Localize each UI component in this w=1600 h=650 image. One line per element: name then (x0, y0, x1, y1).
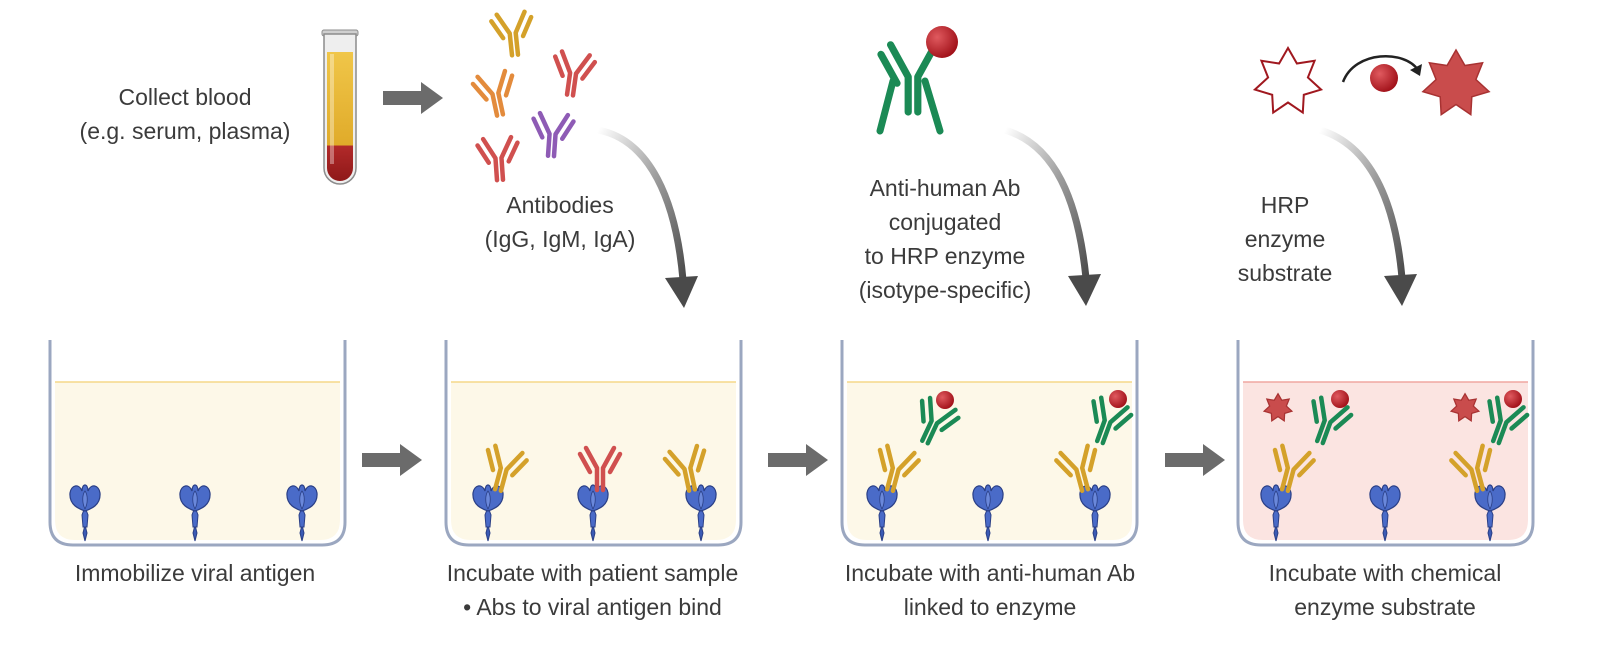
step-4-label: Incubate with chemical enzyme substrate (1268, 560, 1502, 620)
hrp-enzyme-icon (1504, 390, 1522, 408)
antibodies-label: Antibodies (IgG, IgM, IgA) (484, 192, 636, 252)
hrp-enzyme-icon (1331, 390, 1349, 408)
arrow-icon (1003, 126, 1101, 306)
arrow-icon (362, 444, 422, 476)
blood-tube-icon (321, 29, 359, 185)
step-3-label: Incubate with anti-human Ab linked to en… (844, 560, 1136, 620)
well-2 (444, 340, 743, 547)
step-2-label: Incubate with patient sample • Abs to vi… (446, 560, 739, 620)
hrp-enzyme-icon (876, 26, 958, 135)
substrate-star-icon (1253, 47, 1490, 116)
arrow-icon (768, 444, 828, 476)
well-4 (1236, 340, 1535, 547)
hrp-enzyme-icon (1370, 64, 1398, 92)
arrow-icon (1165, 444, 1225, 476)
well-1 (48, 340, 347, 547)
step-1-label: Immobilize viral antigen (74, 560, 316, 586)
hrp-enzyme-icon (1109, 390, 1127, 408)
arrow-icon (1318, 126, 1417, 306)
hrp-substrate-label: HRP enzyme substrate (1237, 192, 1333, 286)
collect-blood-label: Collect blood (e.g. serum, plasma) (79, 84, 291, 144)
hrp-enzyme-icon (936, 391, 954, 409)
antibody-icon (472, 11, 596, 181)
well-3 (840, 340, 1139, 547)
arrow-icon (597, 126, 698, 308)
anti-human-ab-label: Anti-human Ab conjugated to HRP enzyme (… (858, 175, 1032, 303)
arrow-icon (383, 82, 443, 114)
